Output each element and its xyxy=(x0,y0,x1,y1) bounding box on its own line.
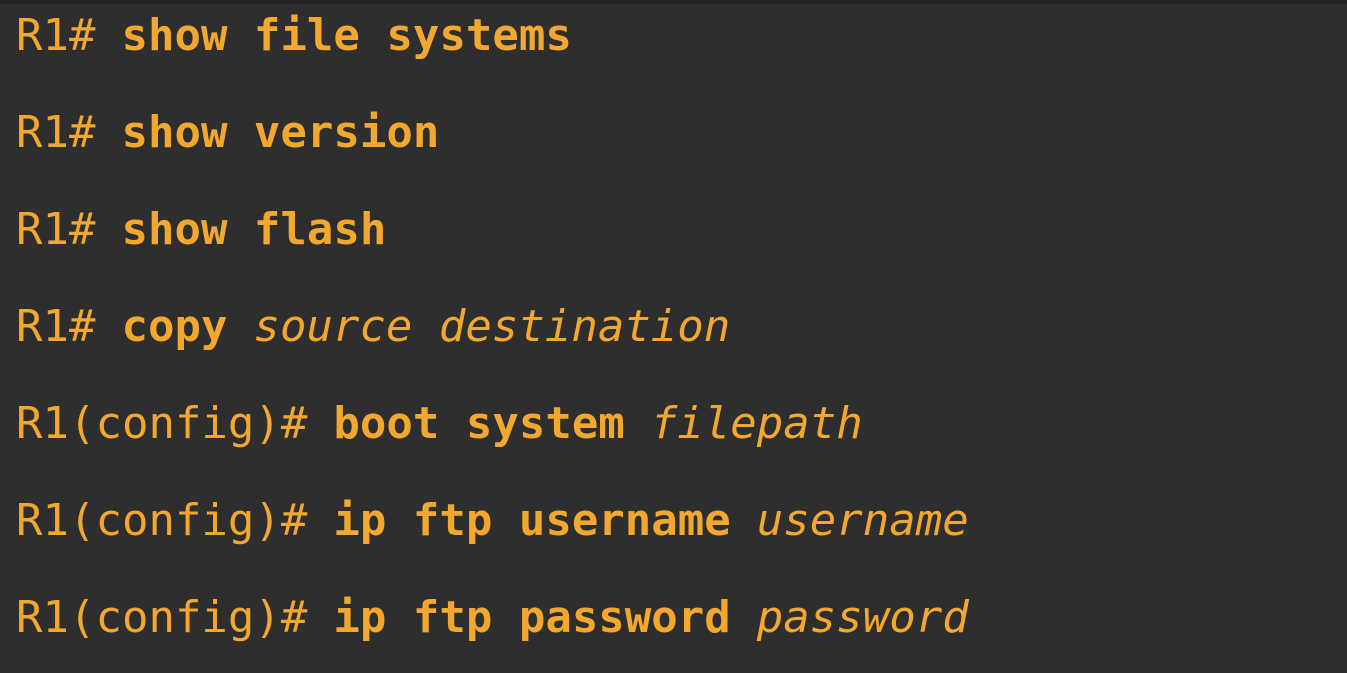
screen-top-edge xyxy=(0,0,1347,4)
cli-command: show version xyxy=(121,107,440,158)
terminal-line: R1# show file systems xyxy=(16,0,1347,84)
cli-prompt: R1# xyxy=(16,301,96,352)
cli-command: copy xyxy=(121,301,228,352)
cli-command: boot system xyxy=(333,398,625,449)
terminal-line: R1# show flash xyxy=(16,181,1347,278)
terminal-line: R1# copy source destination xyxy=(16,278,1347,375)
cli-argument: filepath xyxy=(650,398,863,449)
cli-argument: username xyxy=(756,495,969,546)
cli-prompt: R1(config)# xyxy=(16,592,308,643)
cli-command: show flash xyxy=(121,204,387,255)
terminal-line: R1(config)# ip ftp username username xyxy=(16,472,1347,569)
cli-argument: password xyxy=(756,592,969,643)
cli-prompt: R1(config)# xyxy=(16,398,308,449)
cli-prompt: R1# xyxy=(16,10,96,61)
cli-command: ip ftp password xyxy=(333,592,731,643)
cli-command: show file systems xyxy=(121,10,572,61)
cli-prompt: R1(config)# xyxy=(16,495,308,546)
terminal-line: R1(config)# ip ftp password password xyxy=(16,569,1347,666)
terminal-line: R1(config)# boot system filepath xyxy=(16,375,1347,472)
cli-argument: source destination xyxy=(253,301,731,352)
terminal-line: R1# show version xyxy=(16,84,1347,181)
cli-prompt: R1# xyxy=(16,107,96,158)
cli-prompt: R1# xyxy=(16,204,96,255)
cli-command: ip ftp username xyxy=(333,495,731,546)
